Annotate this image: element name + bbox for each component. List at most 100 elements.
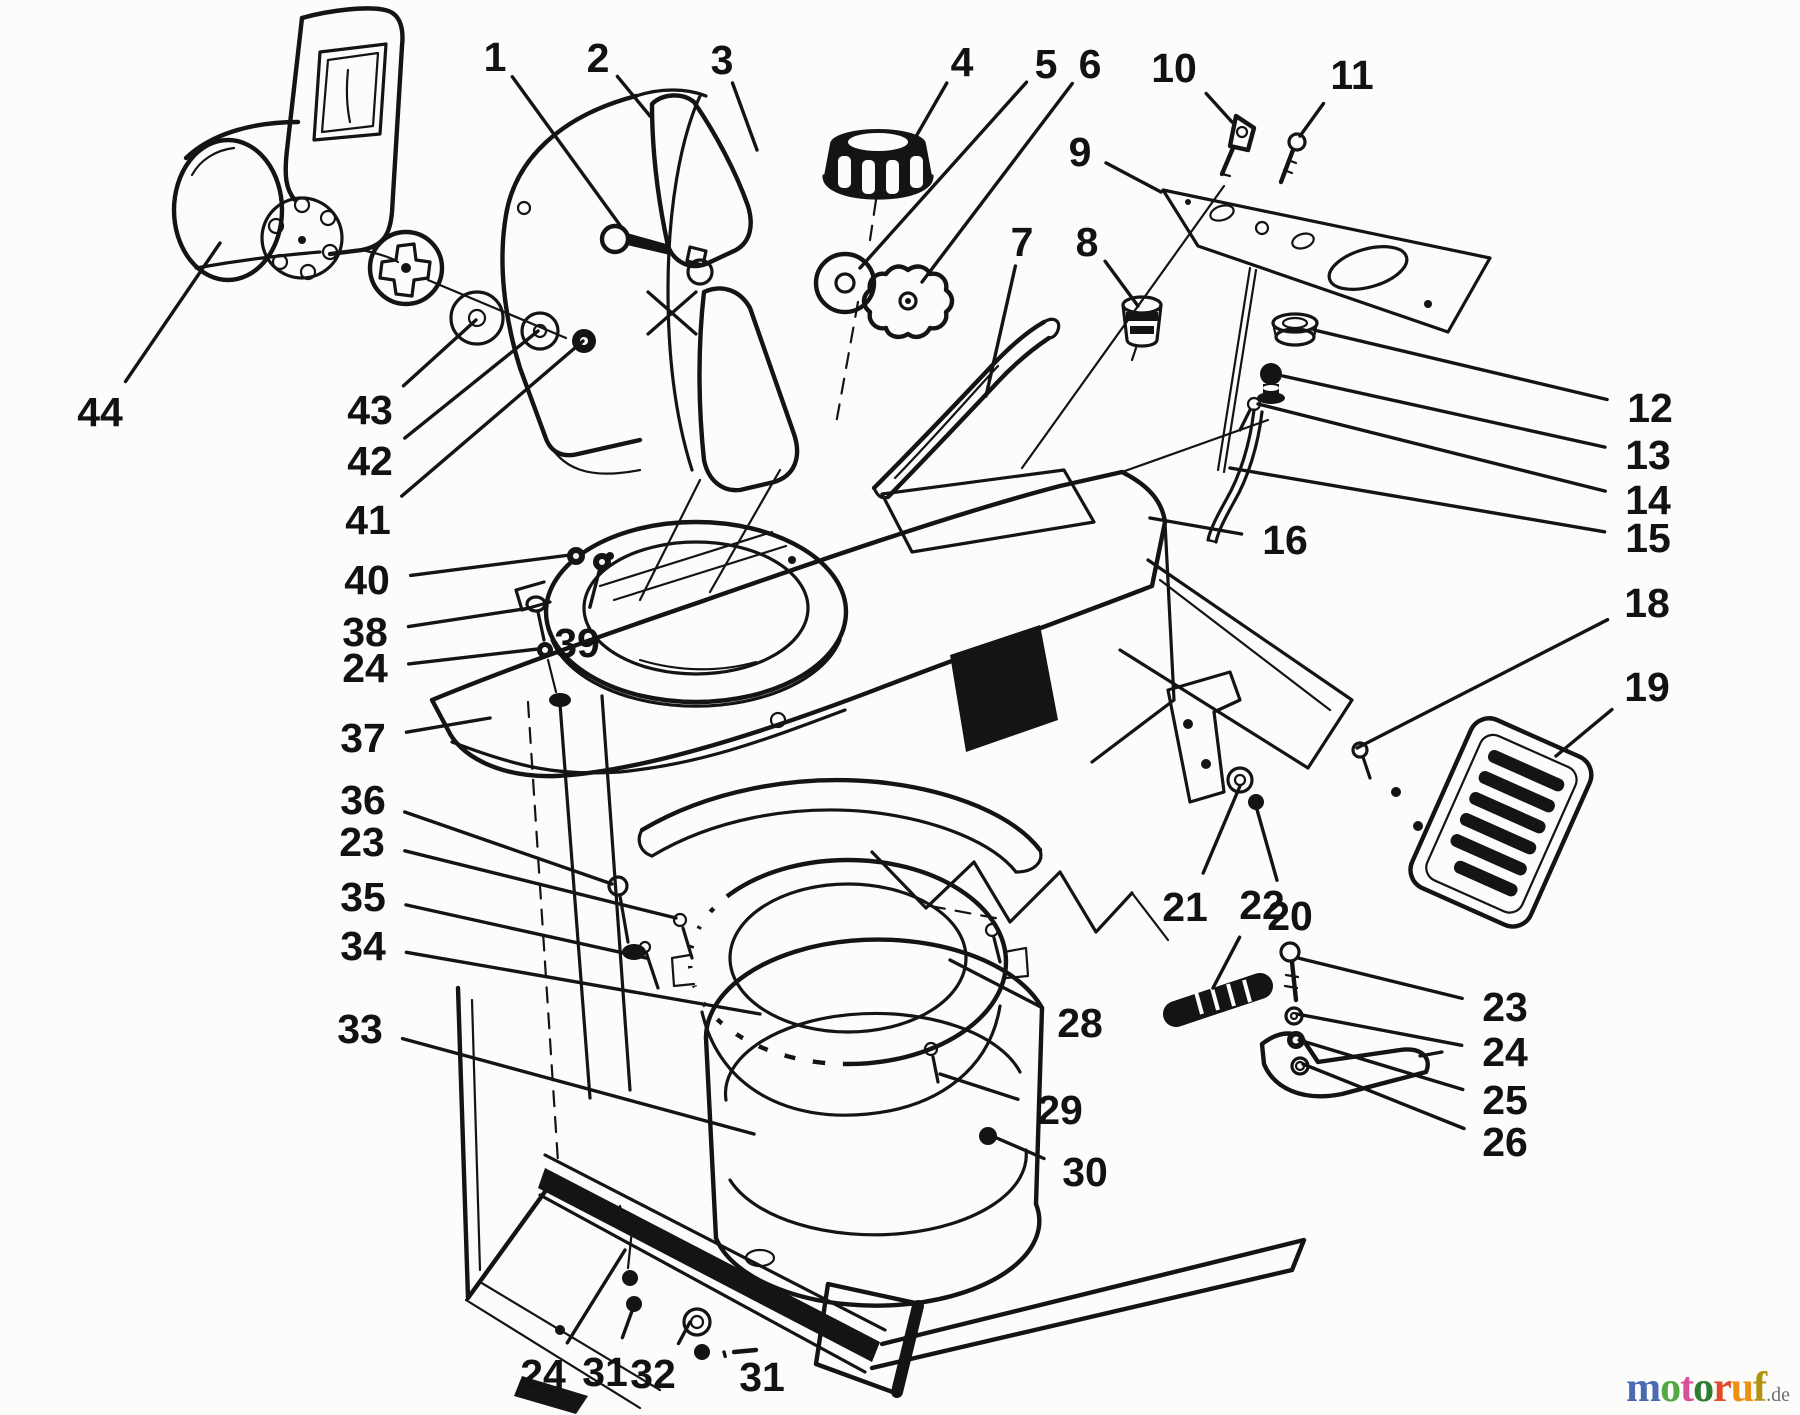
throttle-rod <box>1216 266 1258 474</box>
knob-cap <box>822 129 934 200</box>
callout-leader-36 <box>403 810 614 886</box>
part-number-24: 24 <box>1482 1029 1528 1075</box>
part-number-6: 6 <box>1079 41 1102 87</box>
grille-outer <box>1408 716 1594 929</box>
part-number-32: 32 <box>630 1351 676 1397</box>
x-mark <box>646 290 698 336</box>
bolt-20 <box>1248 794 1264 810</box>
chute-window-outer <box>312 42 388 142</box>
bolt-1-shaft <box>627 233 670 255</box>
callout-leader-29 <box>938 1072 1020 1102</box>
part-number-20: 20 <box>1267 893 1313 939</box>
gear-teeth <box>681 893 843 1073</box>
callout-leader-13 <box>1281 374 1607 449</box>
part-number-10: 10 <box>1151 45 1197 91</box>
callout-leader-42 <box>403 329 540 440</box>
part-number-25: 25 <box>1482 1077 1528 1123</box>
deck-front-lip <box>450 708 847 775</box>
housing-vent-opening <box>950 625 1058 752</box>
callout-leader-14 <box>1256 402 1608 493</box>
washer-21 <box>1226 766 1254 794</box>
part-number-33: 33 <box>337 1006 383 1052</box>
chute-drum-bottom <box>194 250 322 270</box>
chute-drum-inner-arc <box>190 146 236 177</box>
ring-tab <box>514 580 552 612</box>
brand-letter: r <box>1713 1365 1732 1411</box>
fan-blade-upper <box>649 93 753 269</box>
callout-leader-16 <box>1148 516 1244 536</box>
part-number-37: 37 <box>340 715 386 761</box>
chute-ring-upper <box>514 519 849 708</box>
ring-gear-assembly <box>607 778 1043 1145</box>
part-number-8: 8 <box>1076 219 1099 265</box>
part-number-36: 36 <box>340 777 386 823</box>
callout-leader-2 <box>615 74 652 118</box>
part-number-23: 23 <box>1482 984 1528 1030</box>
band-28-inner <box>650 808 1018 874</box>
ring-inner <box>582 540 810 676</box>
chute-window-inner <box>320 51 380 134</box>
left-foot <box>514 1376 588 1414</box>
part-number-13: 13 <box>1625 432 1671 478</box>
pin-36 <box>607 875 629 897</box>
frame-base <box>455 985 1307 1414</box>
callout-leader-31 <box>620 1298 638 1340</box>
callout-leader-44 <box>123 241 222 384</box>
callout-leader-18 <box>1355 618 1610 750</box>
gear-flange <box>700 1004 1002 1117</box>
part-number-1: 1 <box>484 34 507 80</box>
callout-leader-6 <box>920 81 1075 284</box>
callout-leader-19 <box>1554 707 1614 758</box>
callout-leader-30 <box>990 1134 1046 1161</box>
callout-leader-40 <box>409 553 572 578</box>
part-number-12: 12 <box>1627 385 1673 431</box>
band-28-outer <box>639 778 1043 853</box>
callout-leader-23 <box>403 849 678 920</box>
callout-leader-38 <box>406 606 532 629</box>
control-panel-assembly <box>1020 113 1492 544</box>
part-number-39: 39 <box>554 620 600 666</box>
callout-leader-43 <box>401 318 478 388</box>
washer-42 <box>520 311 560 351</box>
callout-leader-39 <box>588 566 602 609</box>
part-number-19: 19 <box>1624 664 1670 710</box>
washer-32 <box>682 1307 712 1337</box>
callout-leader-5 <box>858 80 1029 270</box>
part-number-9: 9 <box>1069 129 1092 175</box>
part-number-3: 3 <box>711 37 734 83</box>
part-number-42: 42 <box>347 438 393 484</box>
backing-panel <box>500 93 643 458</box>
fan-blade-lower <box>697 286 800 493</box>
part-number-35: 35 <box>340 874 386 920</box>
cutaway-zigzag <box>870 850 1134 934</box>
callout-leader-31 <box>722 1350 727 1359</box>
part-number-31: 31 <box>739 1354 785 1400</box>
chute-rod <box>1020 184 1226 470</box>
callout-leader-9 <box>1104 161 1163 194</box>
brand-letter: f <box>1753 1365 1767 1411</box>
left-side-plate <box>455 985 555 1301</box>
shift-lever <box>1259 1031 1430 1099</box>
chute-shaft-axis <box>426 278 568 340</box>
part-number-11: 11 <box>1330 52 1373 98</box>
brand-suffix: .de <box>1766 1384 1790 1406</box>
part-number-23: 23 <box>339 819 385 865</box>
crank-handle <box>871 317 1061 500</box>
part-number-16: 16 <box>1262 517 1308 563</box>
chute-hub <box>367 229 445 307</box>
screw-23-target <box>672 912 688 928</box>
chute-drum-top <box>183 119 301 161</box>
part-number-29: 29 <box>1037 1087 1083 1133</box>
callout-leader-41 <box>400 339 585 498</box>
scraper-bar <box>538 1168 880 1362</box>
fan-hub <box>686 258 714 286</box>
brand-letter: u <box>1730 1365 1754 1411</box>
callout-leader-33 <box>400 1036 756 1136</box>
part-number-2: 2 <box>587 35 610 81</box>
part-number-22: 22 <box>1239 882 1285 928</box>
part-number-34: 34 <box>340 923 386 969</box>
part-number-24: 24 <box>520 1351 566 1397</box>
part-number-26: 26 <box>1482 1119 1528 1165</box>
callout-leader-1 <box>510 75 624 230</box>
